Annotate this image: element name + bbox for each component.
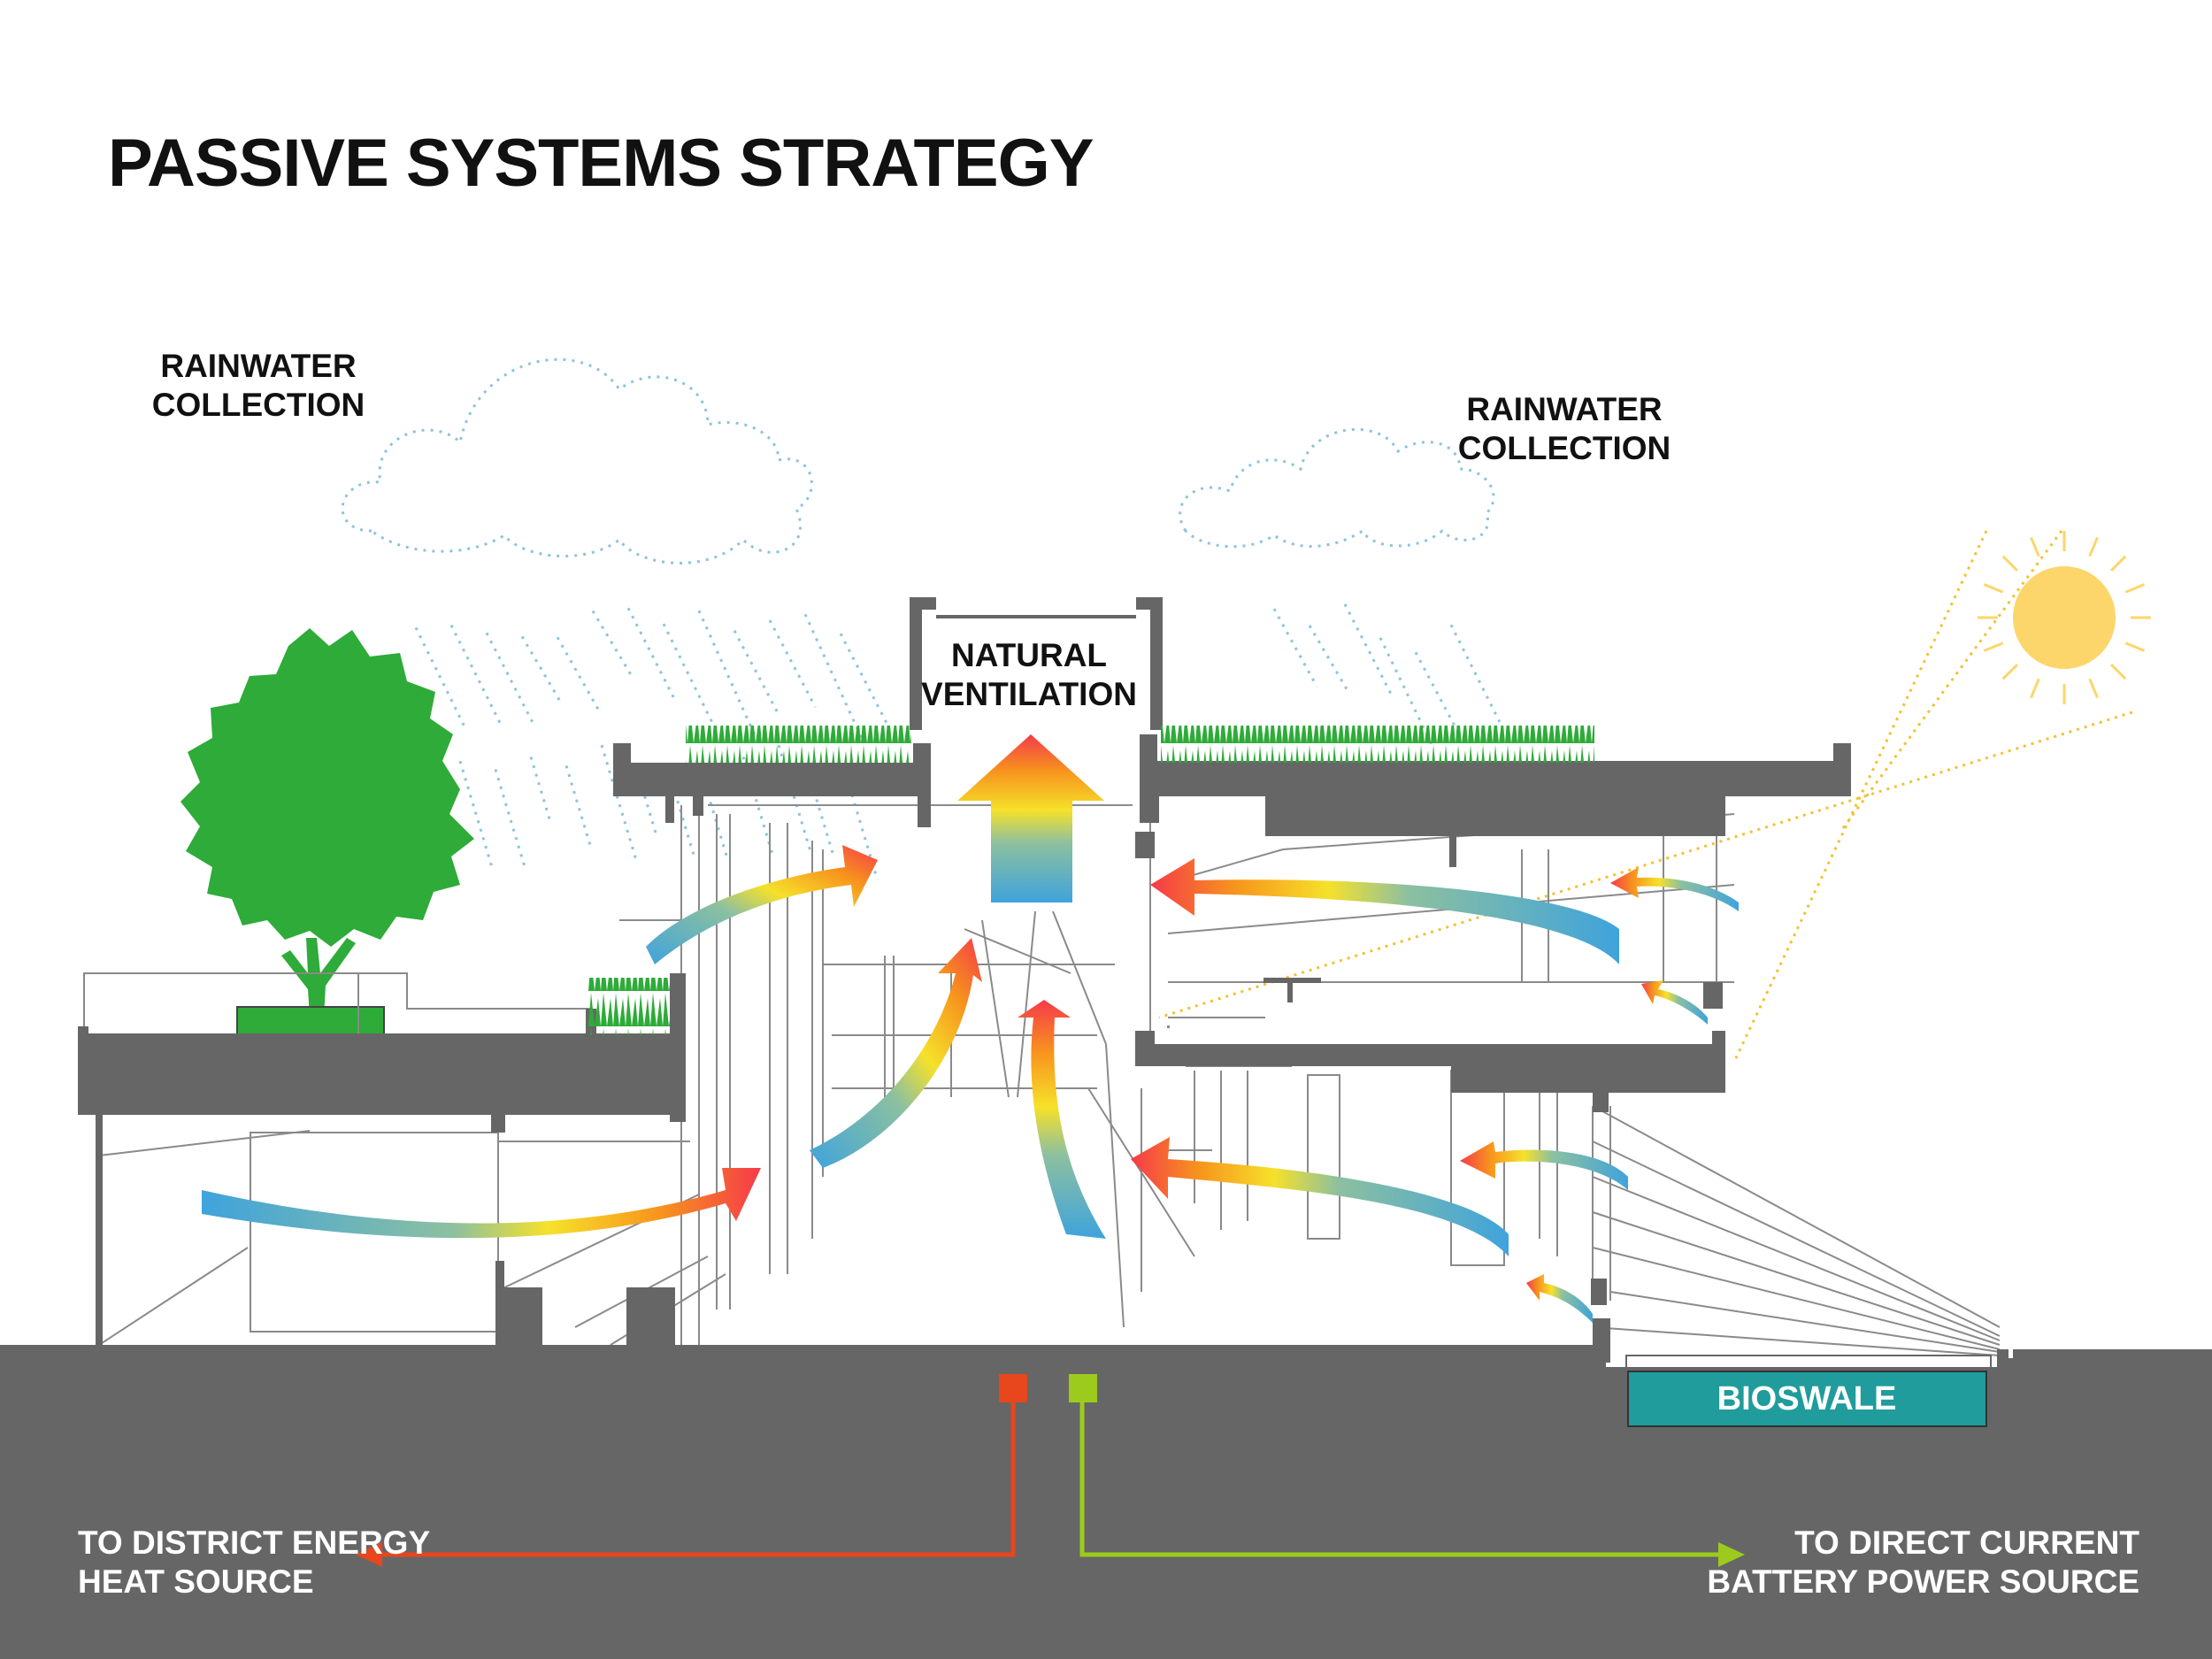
sun-ray xyxy=(2124,641,2146,652)
battery-line xyxy=(1069,1374,1745,1567)
sun-ray xyxy=(2088,678,2099,699)
rain-streak xyxy=(458,760,494,870)
airflow-arrow-icon xyxy=(1460,1141,1628,1190)
rain-streak xyxy=(697,610,760,743)
rain-streak xyxy=(1308,625,1351,695)
airflow-arrow-icon xyxy=(1150,858,1619,964)
rain-streak xyxy=(733,630,781,717)
green-roof xyxy=(588,726,1594,1035)
cloud-icon xyxy=(1179,427,1495,549)
rain-streak xyxy=(494,769,527,872)
heat-source-label-2: HEAT SOURCE xyxy=(78,1563,314,1600)
airflow-arrow-icon xyxy=(957,734,1104,902)
heat-source-line xyxy=(356,1374,1027,1567)
airflow-arrow-icon xyxy=(1641,980,1708,1025)
bioswale-water-line xyxy=(1625,1355,1992,1369)
airflow-arrows xyxy=(202,734,1739,1323)
sun-ray xyxy=(2030,536,2040,557)
rain-streak xyxy=(485,632,535,725)
rain-streak xyxy=(565,764,593,849)
airflow-arrow-icon xyxy=(1018,1000,1106,1239)
rain-streak xyxy=(449,624,502,724)
sun-icon xyxy=(1978,531,2151,704)
rain-streak xyxy=(600,744,637,859)
rain-streak xyxy=(626,607,677,703)
natural-ventilation-label-2: VENTILATION xyxy=(921,676,1137,712)
sun-ray xyxy=(1983,641,2004,652)
natural-ventilation-label-1: NATURAL xyxy=(951,637,1107,673)
airflow-arrow-icon xyxy=(202,1168,761,1239)
airflow-arrow-icon xyxy=(810,938,982,1168)
battery-label-2: BATTERY POWER SOURCE xyxy=(1707,1563,2139,1600)
sun-ray xyxy=(2124,583,2146,594)
page-title: PASSIVE SYSTEMS STRATEGY xyxy=(108,126,1094,201)
airflow-arrow-icon xyxy=(1526,1274,1593,1323)
rain-streak xyxy=(1449,624,1502,723)
rain-streak xyxy=(768,619,817,708)
building-section xyxy=(78,597,1851,1354)
rainwater-label-left-1: RAINWATER xyxy=(160,348,356,384)
bioswale: BIOSWALE xyxy=(1627,1371,1987,1427)
sun-ray xyxy=(2030,678,2040,699)
tree-icon xyxy=(180,628,474,1040)
airflow-arrow-icon xyxy=(1131,1137,1509,1256)
sun-ray xyxy=(2109,663,2127,680)
bioswale-label: BIOSWALE xyxy=(1717,1380,1897,1417)
rainwater-label-right-1: RAINWATER xyxy=(1466,391,1662,427)
battery-label-1: TO DIRECT CURRENT xyxy=(1794,1525,2139,1561)
rain-streak xyxy=(706,793,730,862)
airflow-arrow-icon xyxy=(1610,867,1739,911)
rain-streak xyxy=(812,790,836,859)
rainwater-label-left-2: COLLECTION xyxy=(152,387,365,423)
rain-streak xyxy=(414,626,467,730)
heat-source-label-1: TO DISTRICT ENERGY xyxy=(78,1525,430,1561)
sun-ray xyxy=(2109,555,2127,572)
rain-streak xyxy=(1343,603,1394,696)
rain-streak xyxy=(803,613,864,740)
rain-streak xyxy=(520,635,564,705)
sun-ray xyxy=(2001,555,2019,572)
rain-streak xyxy=(662,623,715,726)
rain-streak xyxy=(1272,608,1318,687)
sun-ray xyxy=(2088,536,2099,557)
rainwater-label-right-2: COLLECTION xyxy=(1458,430,1671,466)
rain-streak xyxy=(671,783,695,856)
rain-streak xyxy=(591,610,634,678)
sun-ray xyxy=(2001,663,2019,680)
rain-streak xyxy=(1414,651,1463,739)
airflow-arrow-icon xyxy=(646,845,878,964)
rain-streak xyxy=(529,757,553,826)
sun-ray xyxy=(1983,583,2004,594)
cloud-icon xyxy=(341,357,813,565)
sun-ray-lines xyxy=(1158,530,2133,1063)
rain-streak xyxy=(556,636,601,711)
rain-streak xyxy=(839,633,888,726)
